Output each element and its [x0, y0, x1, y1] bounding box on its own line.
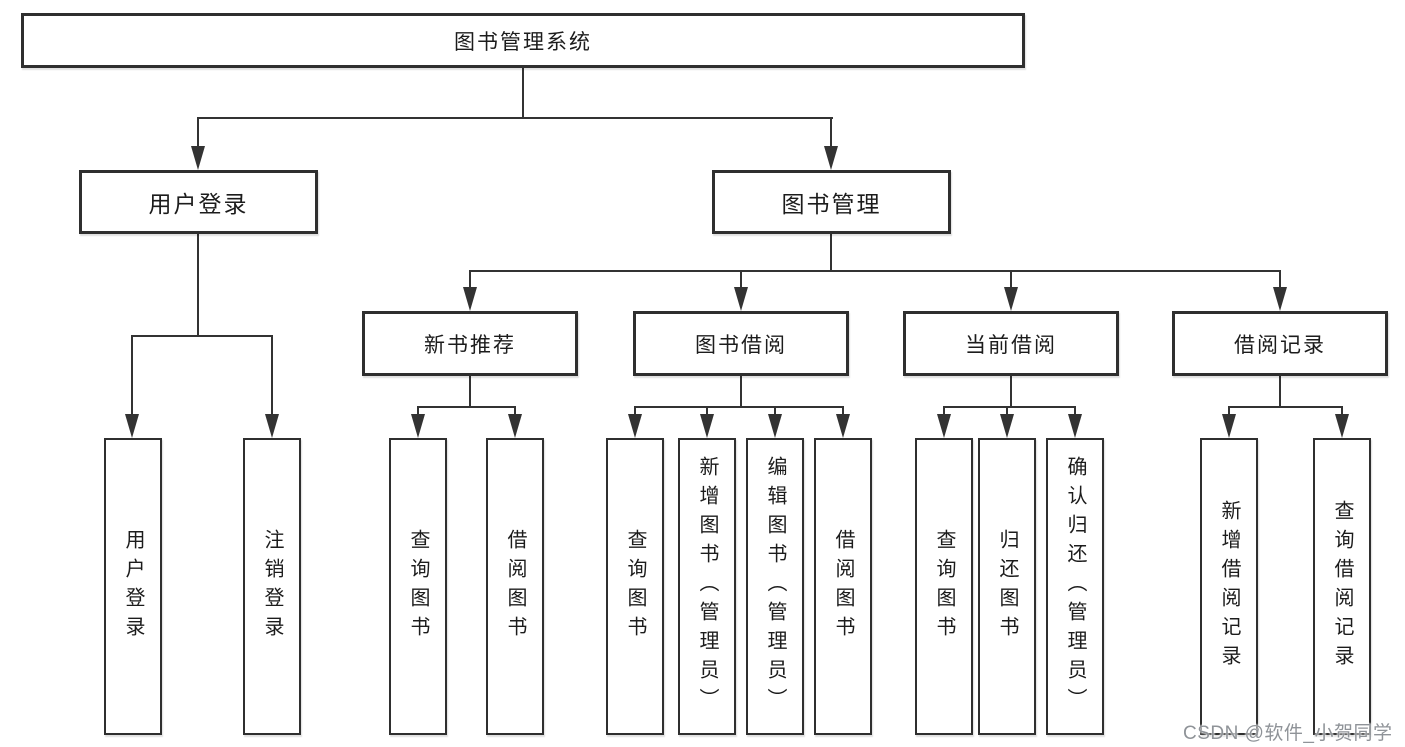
node-label: 用户登录: [122, 528, 144, 645]
arrowhead-down-icon: [125, 414, 139, 438]
connector-line: [1010, 374, 1012, 408]
watermark: CSDN @软件_小贺同学: [1183, 723, 1393, 744]
connector-line: [1010, 270, 1012, 291]
arrowhead-down-icon: [1273, 287, 1287, 311]
node-label: 编辑图书（管理员）: [764, 456, 786, 717]
node-add-borrow-record: 新增借阅记录: [1200, 438, 1258, 735]
arrowhead-down-icon: [768, 414, 782, 438]
node-label: 查询图书: [407, 528, 429, 645]
arrowhead-down-icon: [734, 287, 748, 311]
node-current-borrowing: 当前借阅: [903, 311, 1119, 376]
connector-line: [514, 406, 516, 417]
node-label: 归还图书: [996, 528, 1018, 645]
connector-line: [634, 406, 636, 417]
node-new-book-recommendation: 新书推荐: [362, 311, 578, 376]
arrowhead-down-icon: [508, 414, 522, 438]
connector-line: [469, 270, 1281, 272]
node-label: 新增图书（管理员）: [696, 456, 718, 717]
arrowhead-down-icon: [836, 414, 850, 438]
arrowhead-down-icon: [824, 146, 838, 170]
connector-line: [830, 234, 832, 272]
connector-line: [706, 406, 708, 417]
connector-line: [417, 406, 516, 408]
connector-line: [131, 335, 273, 337]
connector-line: [830, 117, 832, 150]
connector-line: [522, 68, 524, 119]
node-label: 图书管理系统: [454, 30, 592, 54]
connector-line: [197, 234, 199, 337]
connector-line: [634, 406, 844, 408]
connector-line: [197, 117, 199, 150]
connector-line: [1279, 270, 1281, 291]
node-label: 图书管理: [781, 191, 882, 217]
node-label: 用户登录: [148, 191, 249, 217]
node-book-management: 图书管理: [712, 170, 951, 234]
arrowhead-down-icon: [700, 414, 714, 438]
connector-line: [1228, 406, 1230, 417]
connector-line: [417, 406, 419, 417]
connector-line: [842, 406, 844, 417]
node-edit-book-admin: 编辑图书（管理员）: [746, 438, 804, 735]
connector-line: [1341, 406, 1343, 417]
connector-line: [740, 270, 742, 291]
connector-line: [740, 374, 742, 408]
connector-line: [469, 374, 471, 408]
node-query-books-recommend: 查询图书: [389, 438, 447, 735]
connector-line: [943, 406, 1076, 408]
connector-line: [131, 335, 133, 418]
node-label: 当前借阅: [965, 333, 1057, 357]
arrowhead-down-icon: [1000, 414, 1014, 438]
arrowhead-down-icon: [1335, 414, 1349, 438]
node-label: 新书推荐: [424, 333, 516, 357]
node-add-book-admin: 新增图书（管理员）: [678, 438, 736, 735]
node-label: 新增借阅记录: [1218, 499, 1240, 674]
node-label: 借阅图书: [832, 528, 854, 645]
node-label: 注销登录: [261, 528, 283, 645]
arrowhead-down-icon: [265, 414, 279, 438]
node-borrowing-records: 借阅记录: [1172, 311, 1388, 376]
node-label: 图书借阅: [695, 333, 787, 357]
node-label: 查询图书: [624, 528, 646, 645]
arrowhead-down-icon: [937, 414, 951, 438]
node-label: 查询借阅记录: [1331, 499, 1353, 674]
connector-line: [774, 406, 776, 417]
node-library-management-system: 图书管理系统: [21, 13, 1025, 68]
node-book-borrowing: 图书借阅: [633, 311, 849, 376]
arrowhead-down-icon: [1004, 287, 1018, 311]
node-borrow-books-leaf: 借阅图书: [814, 438, 872, 735]
node-user-login: 用户登录: [79, 170, 318, 234]
node-user-login-leaf: 用户登录: [104, 438, 162, 735]
connector-line: [1006, 406, 1008, 417]
connector-line: [197, 117, 833, 119]
connector-line: [271, 335, 273, 418]
node-return-books: 归还图书: [978, 438, 1036, 735]
node-query-books-borrowing: 查询图书: [606, 438, 664, 735]
node-logout: 注销登录: [243, 438, 301, 735]
connector-line: [943, 406, 945, 417]
node-label: 确认归还（管理员）: [1064, 456, 1086, 717]
node-label: 借阅记录: [1234, 333, 1326, 357]
node-query-books-current: 查询图书: [915, 438, 973, 735]
node-label: 借阅图书: [504, 528, 526, 645]
arrowhead-down-icon: [191, 146, 205, 170]
node-borrow-books-recommend: 借阅图书: [486, 438, 544, 735]
connector-line: [1279, 374, 1281, 408]
connector-line: [1228, 406, 1343, 408]
node-confirm-return-admin: 确认归还（管理员）: [1046, 438, 1104, 735]
arrowhead-down-icon: [1068, 414, 1082, 438]
arrowhead-down-icon: [411, 414, 425, 438]
arrowhead-down-icon: [1222, 414, 1236, 438]
node-query-borrow-record: 查询借阅记录: [1313, 438, 1371, 735]
arrowhead-down-icon: [628, 414, 642, 438]
arrowhead-down-icon: [463, 287, 477, 311]
connector-line: [469, 270, 471, 291]
node-label: 查询图书: [933, 528, 955, 645]
connector-line: [1074, 406, 1076, 417]
